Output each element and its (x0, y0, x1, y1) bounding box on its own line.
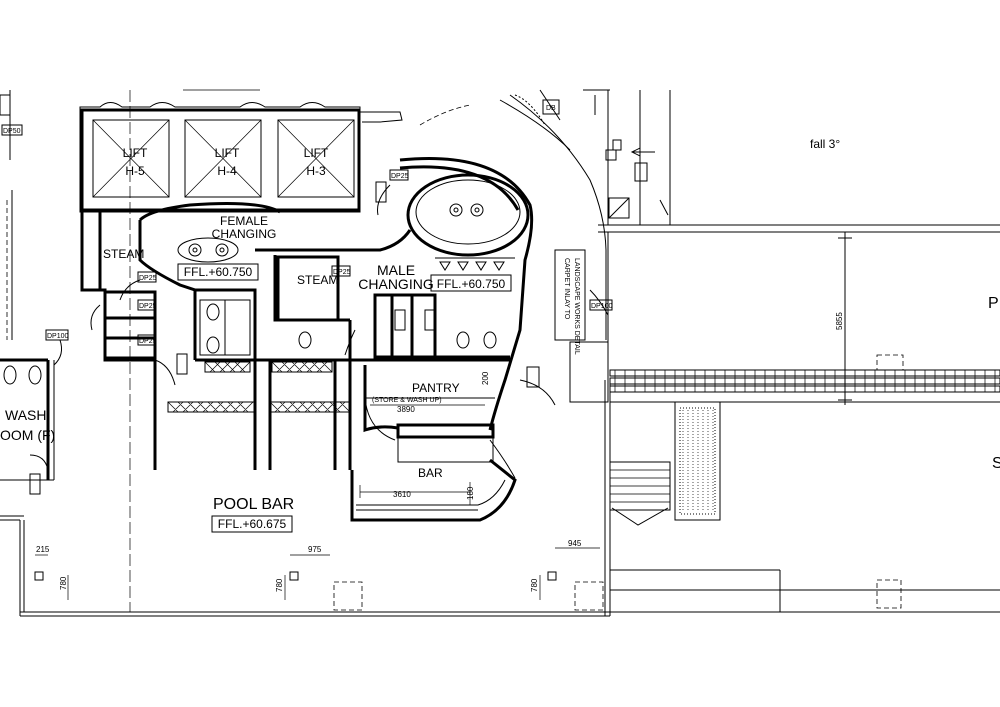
male-changing-label-2: CHANGING (358, 276, 433, 292)
dp25-tag-wc1: DP25 (139, 303, 157, 310)
dp25-tag-male-steam: DP25 (333, 269, 351, 276)
pantry-label: PANTRY (412, 381, 460, 395)
female-level-label: FFL.+60.750 (184, 265, 253, 279)
edge-label-s: S (992, 455, 1000, 472)
female-changing-label-2: CHANGING (212, 227, 277, 241)
dim-780-left: 780 (59, 576, 68, 590)
dp100-tag-left: DP100 (47, 333, 69, 340)
changing-rooms-walls (80, 156, 534, 470)
dp25-tag-steam: DP25 (139, 275, 157, 282)
washroom-label-2: OOM (F) (0, 427, 55, 443)
pantry-bar-walls (350, 365, 517, 522)
dimension-lines (34, 404, 600, 600)
planter-strips (167, 361, 351, 413)
pool-bar-label: POOL BAR (213, 496, 294, 513)
dim-3890: 3890 (397, 405, 415, 414)
female-level-box (177, 263, 259, 281)
dim-780-mid: 780 (275, 578, 284, 592)
dim-780-right: 780 (530, 578, 539, 592)
lift-h5-label-1: LIFT (123, 146, 148, 160)
steam-label-male: STEAM (297, 273, 338, 287)
dim-215: 215 (36, 545, 50, 554)
lift-h4-label-2: H-4 (217, 164, 237, 178)
pool-bar-level-label: FFL.+60.675 (218, 517, 287, 531)
pool-bar-level-box (211, 515, 293, 533)
dp25-tag-male: DP25 (391, 173, 409, 180)
dim-5855: 5855 (835, 312, 844, 330)
steam-label-female: STEAM (103, 247, 144, 261)
door-swings (90, 184, 609, 406)
dim-200: 200 (481, 371, 490, 385)
male-level-label: FFL.+60.750 (437, 277, 506, 291)
drain-tags (1, 124, 613, 495)
lift-h3-label-1: LIFT (304, 146, 329, 160)
pantry-note: (STORE & WASH UP) (372, 397, 442, 404)
dim-945: 945 (568, 539, 582, 548)
lift-h5-label-2: H-5 (125, 164, 145, 178)
lift-core (79, 102, 403, 213)
dim-180: 180 (466, 486, 475, 500)
right-area (333, 89, 1000, 613)
carpet-note-1: CARPET INLAY TO (563, 258, 570, 320)
sink-fixtures (177, 203, 497, 354)
db-tag: DB (546, 105, 556, 112)
male-changing-label-1: MALE (377, 262, 415, 278)
dim-3610: 3610 (393, 490, 411, 499)
female-changing-label-1: FEMALE (220, 214, 268, 228)
carpet-note-2: LANDSCAPE WORKS DETAIL (573, 258, 580, 355)
building-outline (0, 89, 611, 617)
male-level-box (430, 274, 512, 292)
lift-h3-label-2: H-3 (306, 164, 326, 178)
bar-label: BAR (418, 466, 443, 480)
fall-note: fall 3° (810, 137, 840, 151)
lift-h4-label-1: LIFT (215, 146, 240, 160)
dp25-tag-wc2: DP25 (139, 338, 157, 345)
dp100-tag-right: DP100 (591, 303, 613, 310)
edge-label-p: P (988, 295, 999, 312)
left-washroom (0, 90, 62, 481)
dim-975: 975 (308, 545, 322, 554)
dp50-tag: DP50 (3, 128, 21, 135)
washroom-label-1: WASH (5, 407, 46, 423)
urinal-row (435, 257, 515, 271)
